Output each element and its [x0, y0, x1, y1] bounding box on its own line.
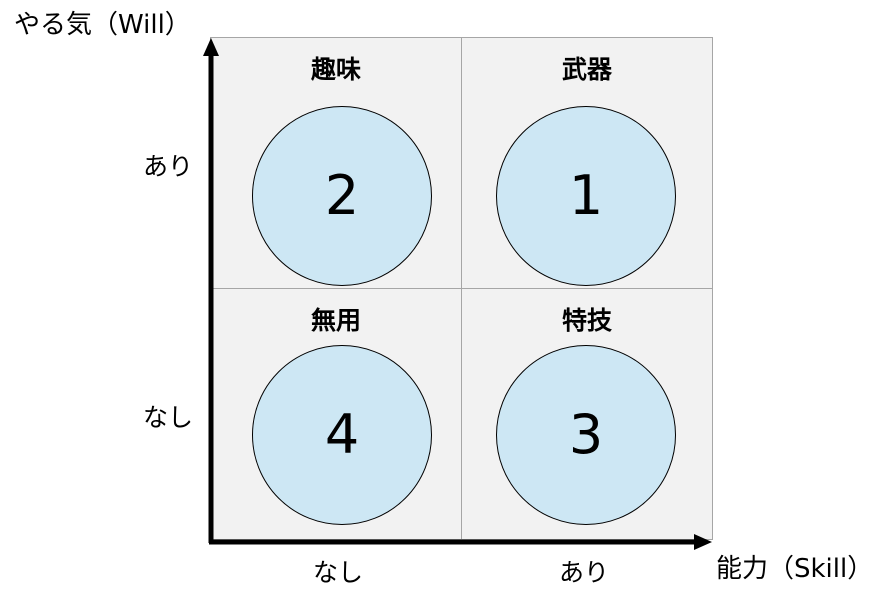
quadrant-title: 特技 — [561, 306, 612, 335]
quadrant-number: 4 — [324, 403, 360, 466]
quadrant-circle: 2 — [252, 106, 432, 286]
quadrant-top-left: 趣味 2 — [210, 37, 462, 289]
x-axis-title: 能力（Skill） — [716, 554, 874, 584]
quadrant-title: 武器 — [561, 55, 612, 84]
quadrant-title: 無用 — [310, 306, 361, 335]
quadrant-bottom-left: 無用 4 — [210, 288, 462, 540]
quadrant-bottom-right: 特技 3 — [461, 288, 713, 540]
quadrant-circle: 4 — [252, 345, 432, 525]
quadrant-circle: 1 — [496, 106, 676, 286]
quadrant-number: 3 — [568, 403, 604, 466]
quadrant-number: 1 — [568, 164, 604, 227]
y-low-label: なし — [143, 403, 194, 432]
y-axis-arrowhead — [203, 38, 219, 56]
y-high-label: あり — [143, 152, 194, 181]
quadrant-circle: 3 — [496, 345, 676, 525]
quadrant-top-right: 武器 1 — [461, 37, 713, 289]
y-axis-title: やる気（Will） — [14, 10, 191, 40]
x-axis-arrowhead — [694, 534, 712, 550]
x-high-label: あり — [559, 558, 610, 587]
quadrant-title: 趣味 — [310, 55, 361, 84]
quadrant-number: 2 — [324, 164, 360, 227]
x-low-label: なし — [313, 558, 364, 587]
